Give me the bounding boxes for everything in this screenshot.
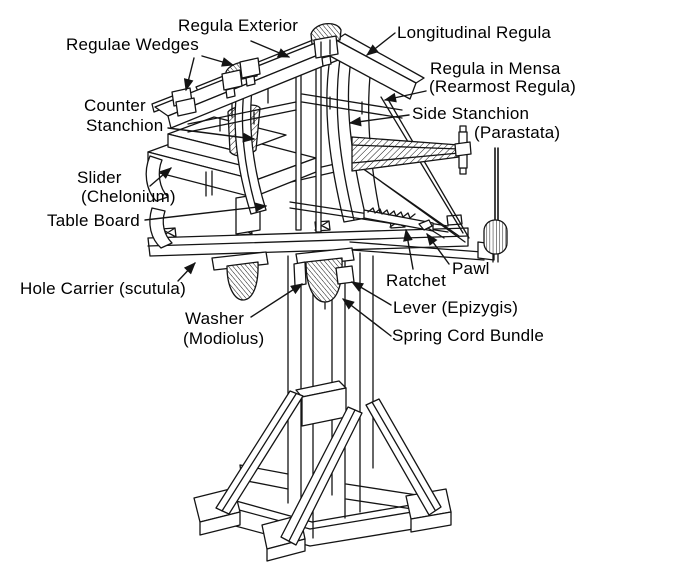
label-side-stanchion-line1: Side Stanchion bbox=[412, 104, 530, 123]
top-corner-washer bbox=[310, 23, 342, 67]
label-pawl: Pawl bbox=[452, 259, 490, 278]
leader-table-board bbox=[144, 202, 268, 221]
leader-regula-exterior bbox=[250, 40, 291, 58]
leader-side-stanchion bbox=[348, 114, 410, 127]
leader-regulae-wedges-a bbox=[201, 55, 235, 67]
leader-washer bbox=[250, 283, 304, 318]
washer-left bbox=[211, 251, 269, 301]
catapult-arm bbox=[351, 125, 472, 175]
stand-base-left-arm bbox=[212, 495, 313, 547]
leader-ratchet bbox=[403, 228, 414, 270]
label-washer-line1: Washer bbox=[185, 309, 245, 328]
label-slider-line1: Slider bbox=[77, 168, 122, 187]
label-longitudinal-regula: Longitudinal Regula bbox=[397, 23, 552, 42]
leader-regula-in-mensa bbox=[383, 90, 427, 103]
leader-slider bbox=[149, 167, 172, 187]
mensa-rails bbox=[187, 93, 403, 133]
label-side-stanchion-line2: (Parastata) bbox=[474, 123, 561, 142]
stand-rear-base-beam bbox=[239, 464, 420, 511]
stand-brace-left bbox=[215, 390, 304, 515]
stand-brace-middle bbox=[280, 406, 363, 546]
leader-lever bbox=[350, 281, 392, 306]
stand-brace-right bbox=[365, 398, 442, 516]
leader-spring-cord-bundle bbox=[342, 298, 392, 337]
label-regula-in-mensa-line2: (Rearmost Regula) bbox=[429, 77, 577, 96]
stand-cross-block bbox=[295, 380, 347, 427]
label-regula-in-mensa-line1: Regula in Mensa bbox=[430, 59, 561, 78]
label-counter-stanchion-line2: Stanchion bbox=[86, 116, 164, 135]
leader-pawl bbox=[426, 233, 450, 265]
leader-counter-stanchion bbox=[167, 127, 256, 143]
label-counter-stanchion-line1: Counter bbox=[84, 96, 146, 115]
regulae-wedge-left bbox=[171, 87, 197, 117]
label-washer-line2: (Modiolus) bbox=[183, 329, 265, 348]
label-spring-cord-bundle: Spring Cord Bundle bbox=[392, 326, 544, 345]
pawl-piece bbox=[418, 219, 445, 239]
label-lever: Lever (Epizygis) bbox=[393, 298, 519, 317]
regulae-wedge-center bbox=[221, 57, 261, 99]
slider-curved-bracket bbox=[145, 155, 173, 249]
leader-hole-carrier bbox=[177, 262, 196, 282]
label-hole-carrier: Hole Carrier (scutula) bbox=[20, 279, 186, 298]
leader-longitudinal-regula bbox=[366, 32, 396, 56]
label-leader-lines bbox=[144, 32, 450, 337]
label-slider-line2: (Chelonium) bbox=[81, 187, 176, 206]
label-ratchet: Ratchet bbox=[386, 271, 446, 290]
winch-lever bbox=[483, 147, 508, 263]
washer-center bbox=[293, 247, 355, 310]
leader-regulae-wedges-b bbox=[183, 57, 195, 92]
label-table-board: Table Board bbox=[47, 211, 140, 230]
frame-posts bbox=[295, 57, 322, 233]
label-regula-exterior: Regula Exterior bbox=[178, 16, 299, 35]
label-regulae-wedges: Regulae Wedges bbox=[66, 35, 199, 54]
